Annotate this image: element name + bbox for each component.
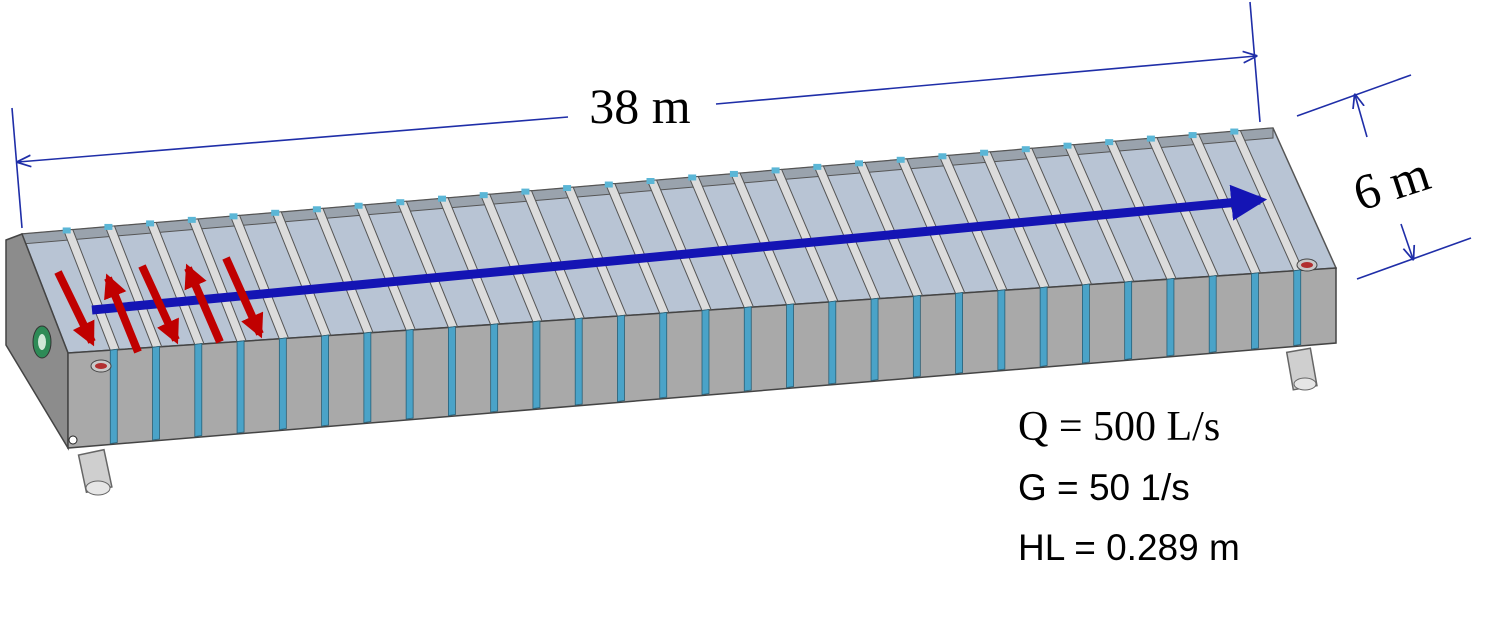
baffle-cap: [771, 167, 780, 174]
outlet-pipe-left: [77, 448, 113, 496]
baffle-cap: [1146, 135, 1155, 142]
baffle-cap: [187, 216, 196, 223]
front-wall-post: [321, 334, 330, 427]
width-dimension-arrow-bottom: [1400, 223, 1413, 259]
front-wall-post: [1166, 277, 1175, 357]
length-dimension-line-left: [18, 116, 569, 162]
baffle-cap: [229, 213, 238, 220]
baffle-cap: [1021, 146, 1030, 153]
red-arrow-up-1: [104, 273, 142, 354]
main-flow-arrow: [91, 184, 1268, 315]
baffle-cap: [938, 153, 947, 160]
baffle-cap: [62, 227, 71, 234]
front-wall-posts: [109, 269, 1302, 444]
front-wall-post: [363, 331, 372, 423]
front-wall-post: [1039, 286, 1048, 367]
drain-fitting-left: [90, 359, 112, 373]
flow-rate-label: Q = 500 L/s: [1018, 404, 1220, 450]
front-wall-post: [109, 348, 118, 444]
front-wall-post: [1208, 275, 1217, 353]
length-extension-right: [1249, 1, 1261, 123]
baffle-cap: [521, 188, 530, 195]
baffle-cap: [896, 156, 905, 163]
length-dimension-line-right: [715, 56, 1256, 105]
front-wall-post: [532, 320, 541, 409]
front-wall-post: [152, 345, 160, 441]
length-extension-left: [11, 107, 23, 229]
baffle-cap: [1105, 139, 1114, 146]
width-extension-top: [1296, 74, 1412, 117]
front-wall-post: [194, 343, 203, 437]
red-arrow-down-1: [54, 270, 96, 347]
front-wall-post: [870, 297, 879, 381]
design-parameters: Q = 500 L/s G = 50 1/s HL = 0.289 m: [1018, 404, 1240, 568]
baffle-flow-arrows: [54, 256, 264, 354]
baffle-cap: [312, 206, 321, 213]
front-wall-post: [659, 311, 668, 399]
front-wall-post: [997, 289, 1006, 371]
head-loss-label: HL = 0.289 m: [1018, 527, 1240, 568]
outlet-pipe-right: [1285, 347, 1318, 391]
baffle-cap: [980, 149, 989, 156]
baffle-cap: [271, 209, 280, 216]
baffle-cap: [104, 223, 113, 230]
baffle-cap: [396, 199, 405, 206]
red-arrow-down-3: [222, 256, 264, 339]
front-wall-post: [1251, 272, 1259, 350]
front-wall-post: [701, 309, 710, 395]
front-wall-post: [955, 292, 963, 374]
red-arrow-down-2: [138, 264, 180, 345]
length-label: 38 m: [589, 78, 691, 134]
front-wall-post: [1124, 280, 1133, 360]
front-wall-post: [574, 317, 583, 406]
baffle-cap: [438, 195, 446, 202]
front-wall-post: [743, 306, 752, 392]
width-label: 6 m: [1346, 145, 1436, 222]
baffle-cap: [813, 163, 822, 170]
red-arrow-up-2: [184, 263, 224, 344]
baffle-cap: [479, 192, 488, 199]
front-wall-post: [490, 323, 499, 413]
baffle-cap: [604, 181, 613, 188]
baffle-cap: [563, 185, 572, 192]
baffle-cap: [855, 160, 863, 167]
front-wall-post: [1082, 283, 1090, 364]
front-wall-post: [786, 303, 794, 388]
drain-fitting-right: [1296, 258, 1318, 272]
front-wall-post: [405, 328, 414, 420]
front-wall-post: [278, 337, 287, 430]
baffle-cap: [646, 178, 655, 184]
baffle-cap: [729, 170, 738, 177]
front-wall-post: [1293, 269, 1302, 346]
baffle-cap: [354, 202, 363, 209]
front-wall-post: [236, 340, 245, 434]
baffle-cap: [1188, 132, 1197, 139]
velocity-gradient-label: G = 50 1/s: [1018, 467, 1190, 508]
width-dimension-arrow-top: [1355, 95, 1368, 138]
front-wall-post: [828, 300, 837, 385]
front-wall-post: [447, 326, 456, 416]
baffle-cap: [1063, 142, 1072, 149]
length-dimension: 38 m: [11, 1, 1261, 229]
front-wall-post: [617, 314, 625, 402]
baffle-cap: [1230, 128, 1239, 135]
baffle-cap: [146, 220, 155, 227]
width-extension-bottom: [1356, 237, 1472, 280]
inlet-fitting: [32, 325, 78, 445]
front-wall-post: [912, 294, 921, 378]
baffle-cap: [688, 174, 697, 181]
